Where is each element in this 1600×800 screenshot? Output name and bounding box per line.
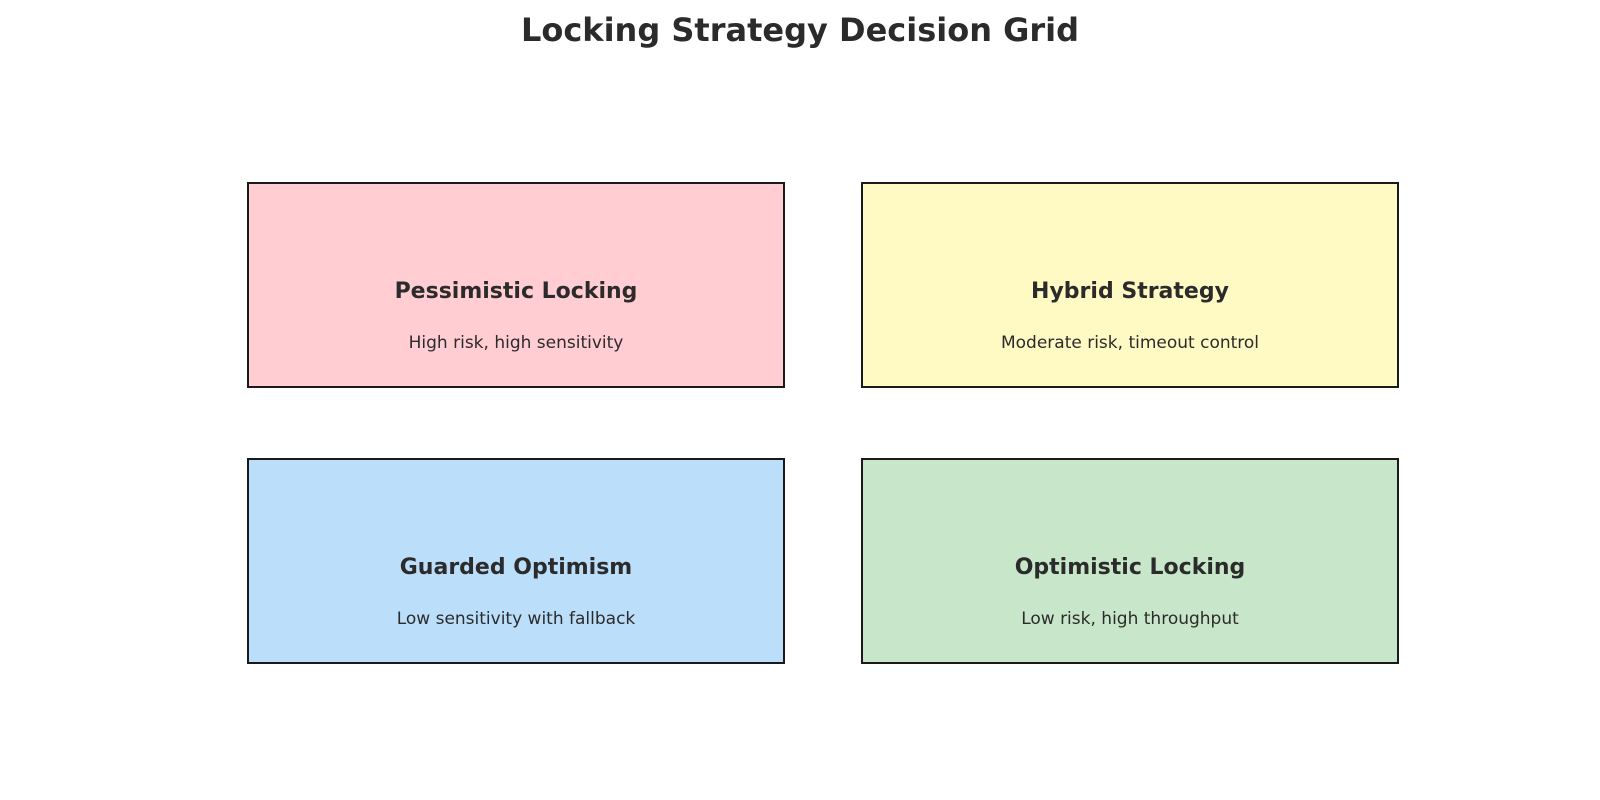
quadrant-description: Low risk, high throughput — [1021, 609, 1239, 629]
quadrant-label: Pessimistic Locking — [394, 279, 638, 304]
quadrant-guarded-optimism: Guarded Optimism Low sensitivity with fa… — [247, 458, 785, 664]
quadrant-description: Low sensitivity with fallback — [396, 609, 636, 629]
diagram-title: Locking Strategy Decision Grid — [520, 11, 1080, 49]
quadrant-description: High risk, high sensitivity — [408, 333, 624, 353]
quadrant-pessimistic-locking: Pessimistic Locking High risk, high sens… — [247, 182, 785, 388]
quadrant-hybrid-strategy: Hybrid Strategy Moderate risk, timeout c… — [861, 182, 1399, 388]
quadrant-label: Hybrid Strategy — [1031, 279, 1229, 304]
quadrant-optimistic-locking: Optimistic Locking Low risk, high throug… — [861, 458, 1399, 664]
quadrant-description: Moderate risk, timeout control — [1000, 333, 1260, 353]
quadrant-label: Optimistic Locking — [1014, 555, 1246, 580]
quadrant-label: Guarded Optimism — [399, 555, 633, 580]
